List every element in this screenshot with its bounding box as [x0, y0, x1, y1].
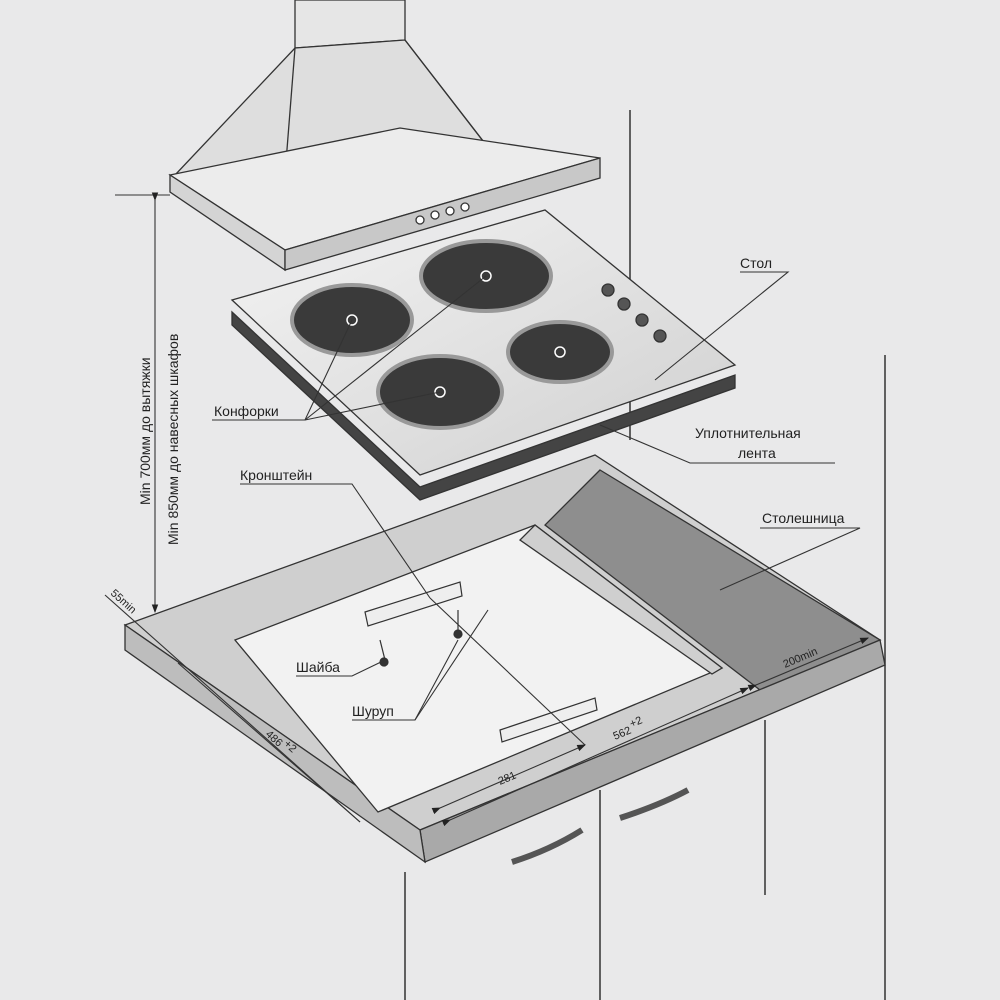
label-bracket: Кронштейн — [240, 467, 312, 483]
dim-min-cabinets: Min 850мм до навесных шкафов — [165, 334, 181, 545]
hob-knobs — [601, 283, 667, 343]
drawer-handle — [511, 827, 584, 865]
dim-min-hood: Min 700мм до вытяжки — [137, 357, 153, 505]
label-table: Стол — [740, 255, 772, 271]
label-seal-line2: лента — [738, 445, 776, 461]
label-burners: Конфорки — [214, 403, 279, 419]
hood-buttons — [415, 202, 470, 225]
dim-width-tolerance: +2 — [628, 714, 644, 730]
drawer-handle — [619, 787, 690, 821]
dimension-lines — [104, 192, 870, 827]
label-countertop: Столешница — [762, 510, 845, 526]
label-seal-line1: Уплотнительная — [695, 425, 801, 441]
range-hood — [168, 0, 601, 272]
label-washer: Шайба — [296, 659, 340, 675]
label-screw: Шуруп — [352, 703, 394, 719]
